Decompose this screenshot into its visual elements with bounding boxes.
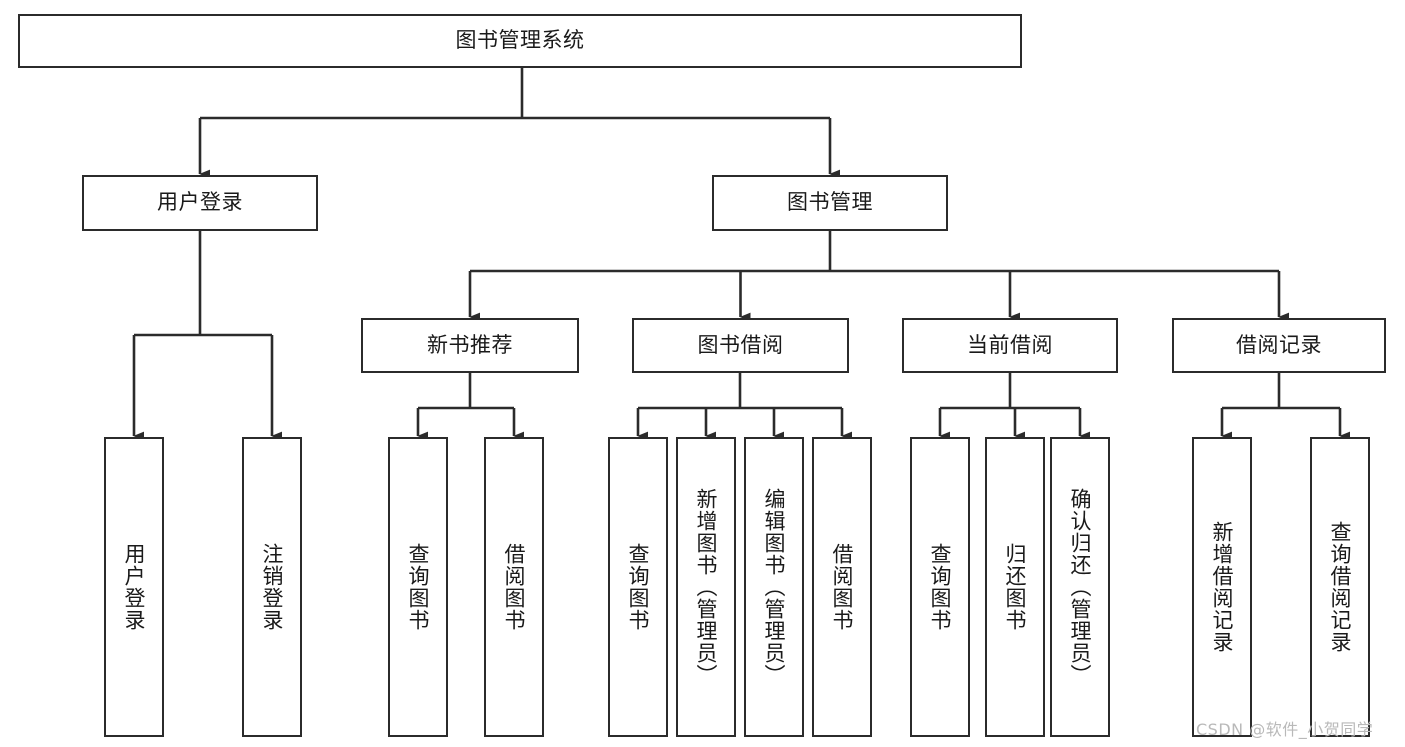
node-borrow[interactable]: 图书借阅: [632, 318, 849, 373]
node-leaf-query-book-1[interactable]: 查询图书: [388, 437, 448, 737]
node-label: 新书推荐: [427, 332, 513, 357]
node-label: 查询借阅记录: [1328, 521, 1353, 653]
node-label: 查询图书: [406, 543, 431, 631]
node-label: 查询图书: [928, 543, 953, 631]
node-leaf-return-book[interactable]: 归还图书: [985, 437, 1045, 737]
node-label: 借阅图书: [830, 543, 855, 631]
node-leaf-user-login[interactable]: 用户登录: [104, 437, 164, 737]
node-label: 查询图书: [626, 543, 651, 631]
node-newbook[interactable]: 新书推荐: [361, 318, 579, 373]
node-leaf-add-record[interactable]: 新增借阅记录: [1192, 437, 1252, 737]
node-leaf-add-book[interactable]: 新增图书（管理员）: [676, 437, 736, 737]
node-leaf-edit-book[interactable]: 编辑图书（管理员）: [744, 437, 804, 737]
node-label: 借阅图书: [502, 543, 527, 631]
node-label: 新增图书（管理员）: [694, 488, 719, 686]
node-current[interactable]: 当前借阅: [902, 318, 1118, 373]
node-label: 用户登录: [157, 190, 243, 215]
node-label: 编辑图书（管理员）: [762, 488, 787, 686]
node-label: 注销登录: [260, 543, 285, 631]
node-bookmgmt[interactable]: 图书管理: [712, 175, 948, 231]
node-label: 用户登录: [122, 543, 147, 631]
node-leaf-borrow-book-1[interactable]: 借阅图书: [484, 437, 544, 737]
node-label: 图书管理系统: [455, 28, 585, 53]
node-leaf-confirm-return[interactable]: 确认归还（管理员）: [1050, 437, 1110, 737]
node-leaf-borrow-book-2[interactable]: 借阅图书: [812, 437, 872, 737]
node-leaf-query-record[interactable]: 查询借阅记录: [1310, 437, 1370, 737]
node-label: 借阅记录: [1236, 332, 1322, 357]
node-label: 图书管理: [787, 190, 873, 215]
node-record[interactable]: 借阅记录: [1172, 318, 1386, 373]
node-label: 当前借阅: [967, 332, 1053, 357]
node-login[interactable]: 用户登录: [82, 175, 318, 231]
node-leaf-query-book-3[interactable]: 查询图书: [910, 437, 970, 737]
node-leaf-query-book-2[interactable]: 查询图书: [608, 437, 668, 737]
node-label: 新增借阅记录: [1210, 521, 1235, 653]
node-leaf-logout[interactable]: 注销登录: [242, 437, 302, 737]
node-label: 图书借阅: [697, 332, 784, 357]
node-label: 确认归还（管理员）: [1068, 488, 1093, 686]
node-label: 归还图书: [1003, 543, 1028, 631]
node-root[interactable]: 图书管理系统: [18, 14, 1022, 68]
tree-connectors: [132, 68, 1351, 441]
